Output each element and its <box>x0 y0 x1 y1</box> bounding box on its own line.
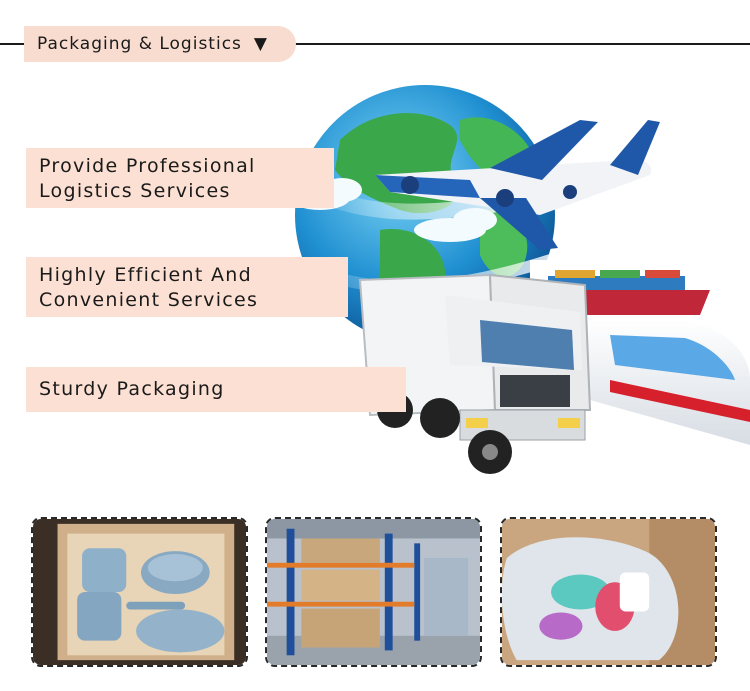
feature-label-efficiency: Highly Efficient And Convenient Services <box>26 257 348 317</box>
caret-down-icon: ▼ <box>253 34 268 54</box>
bagged-product-in-carton-photo <box>500 517 717 667</box>
bullet-train-icon <box>580 320 750 445</box>
logistics-illustration <box>287 85 750 474</box>
warehouse-shelves-photo <box>265 517 482 667</box>
boxed-silicone-tableware-photo <box>31 517 248 667</box>
feature-label-logistics: Provide Professional Logistics Services <box>26 148 334 208</box>
section-header-tab: Packaging & Logistics ▼ <box>24 26 296 62</box>
feature-label-packaging: Sturdy Packaging <box>26 367 406 412</box>
airplane-icon <box>375 120 660 250</box>
section-title: Packaging & Logistics <box>37 34 242 54</box>
header-rule-left <box>0 43 26 45</box>
header-rule-right <box>292 43 750 45</box>
